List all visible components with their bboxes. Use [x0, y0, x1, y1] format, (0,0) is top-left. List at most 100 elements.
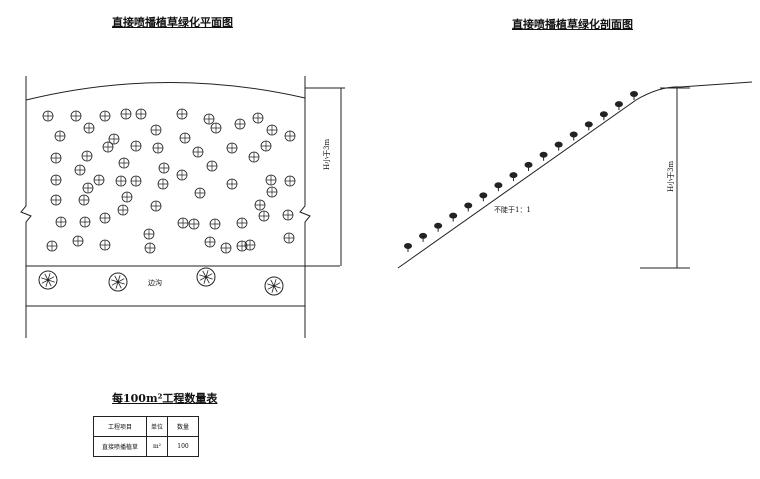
seed-mark-cross [47, 241, 57, 251]
seed-mark-cross [100, 240, 110, 250]
plan-right-boundary [299, 76, 311, 338]
tree-crown [434, 222, 443, 229]
seed-mark-cross [284, 233, 294, 243]
tree-crown [569, 131, 578, 138]
seed-mark-cross [151, 201, 161, 211]
tree-crown [554, 141, 563, 148]
tree-crown [494, 182, 503, 189]
table-cell: 100 [167, 436, 199, 457]
tree-crown [524, 161, 533, 168]
seed-mark-cross [204, 114, 214, 124]
seed-mark-cross [43, 111, 53, 121]
seed-mark-cross [195, 188, 205, 198]
seed-mark-cross [210, 219, 220, 229]
section-view [397, 81, 753, 269]
plan-view-title: 直接喷播植草绿化平面图 [112, 16, 233, 29]
tree-crown [449, 212, 458, 219]
seed-mark-cross [153, 143, 163, 153]
tree-crown [599, 111, 608, 118]
seed-mark-cross [255, 200, 265, 210]
seed-mark-cross [109, 134, 119, 144]
seed-mark-cross [116, 176, 126, 186]
seed-mark-cross [259, 211, 269, 221]
plan-height-label: H小于3m [323, 138, 331, 170]
seed-mark-cross [193, 147, 203, 157]
slope-ratio-label: 不陡于1：1 [494, 206, 531, 214]
seed-mark-cross [121, 109, 131, 119]
seed-mark-cross [180, 133, 190, 143]
header-cell: 工程项目 [93, 416, 147, 437]
slope-tree-group [404, 91, 638, 252]
seed-mark-cross [82, 151, 92, 161]
tree-crown [584, 121, 593, 128]
seed-mark-cross [83, 183, 93, 193]
quantity-table-title: 每100m²工程数量表 [112, 392, 218, 405]
seed-mark-cross [205, 237, 215, 247]
header-cell: 数量 [167, 416, 199, 437]
quantity-table: 工程项目 单位 数量 直接喷播植草 m² 100 [93, 416, 199, 457]
seed-mark-cross [221, 243, 231, 253]
seed-mark-cross [144, 229, 154, 239]
seed-mark-cross [151, 125, 161, 135]
seed-mark-cross [177, 109, 187, 119]
header-cell: 单位 [146, 416, 168, 437]
ditch-shrub [264, 276, 284, 296]
seed-mark-cross [227, 179, 237, 189]
tree-crown [509, 172, 518, 179]
ditch-label: 边沟 [148, 279, 162, 287]
table-cell: 直接喷播植草 [93, 436, 147, 457]
seed-mark-cross [100, 213, 110, 223]
ditch-shrub-branches [41, 273, 55, 287]
seed-mark-cross [267, 187, 277, 197]
seed-mark-cross [84, 123, 94, 133]
seed-mark-cross [245, 240, 255, 250]
seed-mark-cross [56, 217, 66, 227]
seed-mark-cross [122, 192, 132, 202]
seed-mark-cross [79, 195, 89, 205]
seed-mark-cross [158, 179, 168, 189]
tree-crown [614, 101, 623, 108]
seed-mark-cross [249, 152, 259, 162]
seed-mark-cross [73, 236, 83, 246]
ditch-shrub [108, 272, 128, 292]
ditch-shrub-branches [199, 270, 213, 284]
plan-view [20, 76, 345, 338]
seed-mark-cross [189, 219, 199, 229]
table-cell: m² [146, 436, 168, 457]
ditch-shrub [38, 270, 58, 290]
seed-mark-cross [261, 141, 271, 151]
section-height-label: H小于3m [667, 160, 675, 192]
plan-left-boundary [20, 76, 32, 338]
seed-mark-cross [285, 176, 295, 186]
seed-mark-cross [55, 131, 65, 141]
table-header-row: 工程项目 单位 数量 [93, 416, 199, 437]
seed-mark-cross [285, 131, 295, 141]
seed-mark-cross [131, 176, 141, 186]
seed-mark-cross [103, 142, 113, 152]
seed-mark-cross [75, 165, 85, 175]
seed-mark-cross [145, 243, 155, 253]
ditch-shrub-branches [267, 279, 281, 293]
tree-crown [479, 192, 488, 199]
ditch-shrub [196, 267, 216, 287]
tree-crown [539, 151, 548, 158]
seed-mark-cross [80, 217, 90, 227]
seed-mark-cross [136, 109, 146, 119]
tree-crown [404, 243, 412, 249]
seed-mark-cross [266, 175, 276, 185]
ditch-shrub-branches [111, 275, 125, 289]
seed-mark-group [42, 108, 296, 254]
slope-ground-line [397, 81, 753, 269]
table-row: 直接喷播植草 m² 100 [93, 436, 199, 457]
seed-mark-cross [283, 210, 293, 220]
seed-mark-cross [51, 195, 61, 205]
tree-crown [464, 202, 473, 209]
seed-mark-cross [235, 119, 245, 129]
seed-mark-cross [177, 170, 187, 180]
seed-mark-cross [100, 111, 110, 121]
seed-mark-cross [207, 161, 217, 171]
tree-crown [419, 232, 428, 239]
ditch-shrub-group [38, 267, 284, 296]
seed-mark-cross [237, 218, 247, 228]
